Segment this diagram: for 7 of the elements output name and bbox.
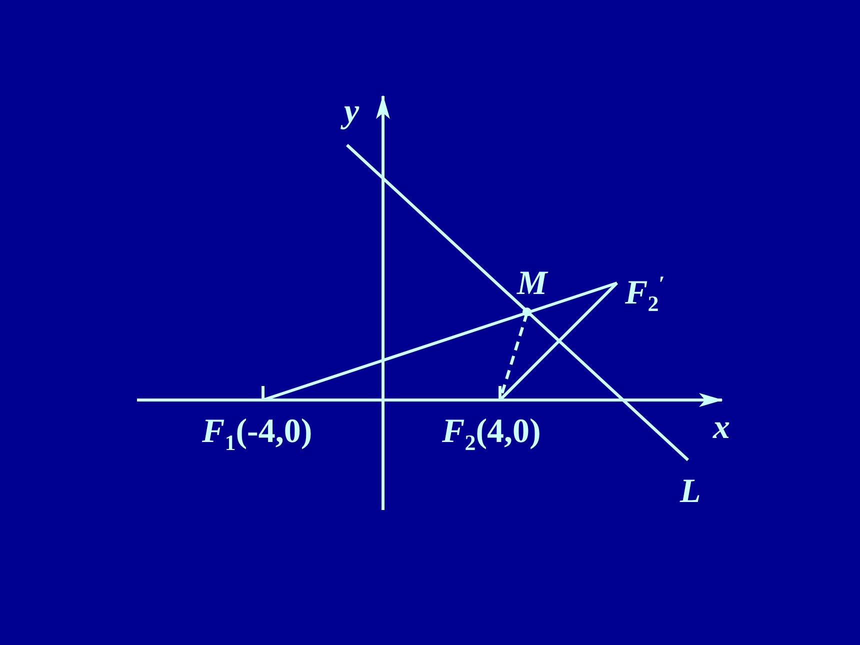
point-label: F$_{2}$(4,0): [442, 414, 541, 457]
line-segment: [498, 282, 618, 402]
point-label: M: [517, 266, 548, 302]
point-label: F$_{1}$(-4,0): [202, 414, 312, 457]
line-label: L: [680, 474, 701, 510]
axis-label: x: [713, 410, 730, 446]
line-segment: [262, 282, 618, 402]
